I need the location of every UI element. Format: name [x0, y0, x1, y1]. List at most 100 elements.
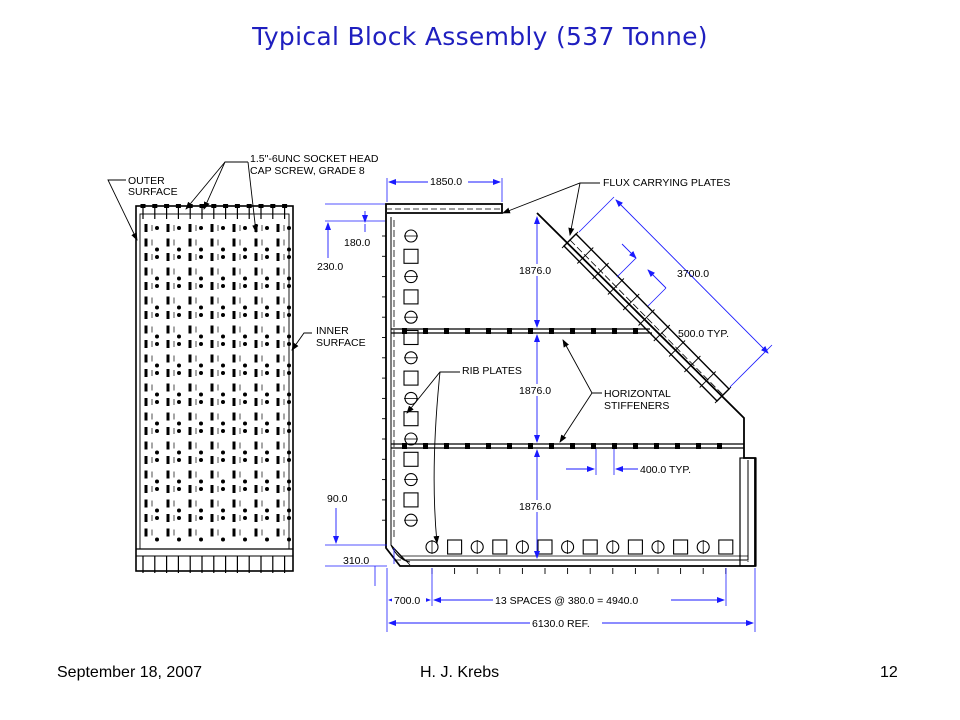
hole-slot	[254, 354, 258, 363]
stiffener-bolt	[654, 443, 659, 449]
hole-slot	[166, 427, 170, 435]
hole-slot	[144, 253, 148, 261]
hole-dot	[243, 276, 247, 281]
screw-head	[152, 204, 158, 208]
hole-slot	[210, 267, 214, 276]
hole-slot	[144, 354, 148, 363]
hole-dot	[199, 284, 203, 288]
hole-slot	[210, 325, 214, 334]
hole-slot	[210, 470, 214, 479]
hole-slot	[166, 499, 170, 508]
rib-plate	[673, 539, 689, 555]
hole-dot	[243, 313, 247, 317]
hole-slot	[232, 325, 236, 334]
hole-dot	[177, 458, 181, 462]
hole-slot	[188, 427, 192, 435]
hole-dot	[221, 450, 225, 455]
hole-slot	[232, 354, 236, 363]
hole-dot	[177, 247, 181, 252]
hole-dot	[221, 226, 225, 230]
hole-slot	[254, 311, 258, 319]
stiffeners-label-1: HORIZONTAL	[604, 388, 671, 400]
hole-dot	[287, 458, 291, 462]
hole-slot	[166, 383, 170, 392]
hole-slot	[232, 528, 236, 537]
dim-6130-ref: 6130.0 REF.	[532, 618, 590, 630]
diag-bolt	[699, 371, 717, 388]
stiffener-bolt	[528, 443, 533, 449]
hole-slot	[188, 528, 192, 537]
hole-dot	[265, 487, 269, 491]
hole-slot	[276, 398, 280, 406]
hole-slot	[254, 267, 258, 276]
hole-slot	[166, 398, 170, 406]
hole-dot	[177, 284, 181, 288]
stiffener-bolt	[717, 443, 722, 449]
hole-dot	[199, 255, 203, 259]
hole-dot	[287, 371, 291, 375]
hole-slot	[144, 238, 148, 247]
hole-slot	[276, 296, 280, 305]
hole-slot	[210, 369, 214, 377]
stiffener-bolt	[528, 328, 533, 334]
hole-dot	[155, 334, 159, 339]
hole-dot	[155, 400, 159, 404]
hole-slot	[254, 325, 258, 334]
hole-slot	[276, 253, 280, 261]
footer-page-number: 12	[880, 664, 898, 681]
hole-dot	[265, 363, 269, 368]
hole-slot	[188, 485, 192, 493]
hole-slot	[232, 499, 236, 508]
hole-dot	[287, 247, 291, 252]
hole-dot	[287, 516, 291, 520]
hole-slot	[232, 398, 236, 406]
hole-dot	[199, 363, 203, 368]
hole-dot	[177, 479, 181, 484]
hole-dot	[243, 334, 247, 339]
hole-slot	[144, 340, 148, 348]
hole-slot	[232, 369, 236, 377]
stiffener-bolt	[591, 443, 596, 449]
hole-dot	[177, 255, 181, 259]
hole-dot	[243, 458, 247, 462]
hole-dot	[177, 537, 181, 542]
hole-slot	[232, 267, 236, 276]
hole-dot	[265, 276, 269, 281]
hole-dot	[265, 450, 269, 455]
hole-dot	[243, 226, 247, 230]
hole-dot	[265, 421, 269, 426]
hole-dot	[287, 313, 291, 317]
hole-slot	[166, 325, 170, 334]
hole-dot	[287, 487, 291, 491]
diag-bolt	[714, 386, 732, 404]
hole-dot	[243, 371, 247, 375]
hole-dot	[177, 421, 181, 426]
hole-dot	[287, 255, 291, 259]
hole-slot	[166, 296, 170, 305]
hole-dot	[199, 392, 203, 397]
hole-dot	[177, 450, 181, 455]
hole-slot	[188, 398, 192, 406]
dim-230: 230.0	[317, 261, 343, 273]
screw-head	[234, 204, 240, 208]
hole-dot	[243, 392, 247, 397]
hole-slot	[232, 340, 236, 348]
hole-slot	[276, 282, 280, 290]
hole-slot	[254, 470, 258, 479]
hole-dot	[199, 537, 203, 542]
dim-1876-top: 1876.0	[519, 265, 551, 277]
hole-dot	[199, 516, 203, 520]
hole-dot	[287, 363, 291, 368]
rib-plate	[537, 539, 553, 555]
screw-head	[140, 204, 146, 208]
screw-head	[164, 204, 170, 208]
rib-plate	[582, 539, 598, 555]
hole-dot	[221, 276, 225, 281]
hole-dot	[221, 429, 225, 433]
hole-slot	[144, 470, 148, 479]
hole-dot	[287, 342, 291, 346]
hole-dot	[155, 313, 159, 317]
hole-slot	[210, 296, 214, 305]
stiffeners-label-2: STIFFENERS	[604, 400, 669, 412]
hole-dot	[155, 226, 159, 230]
